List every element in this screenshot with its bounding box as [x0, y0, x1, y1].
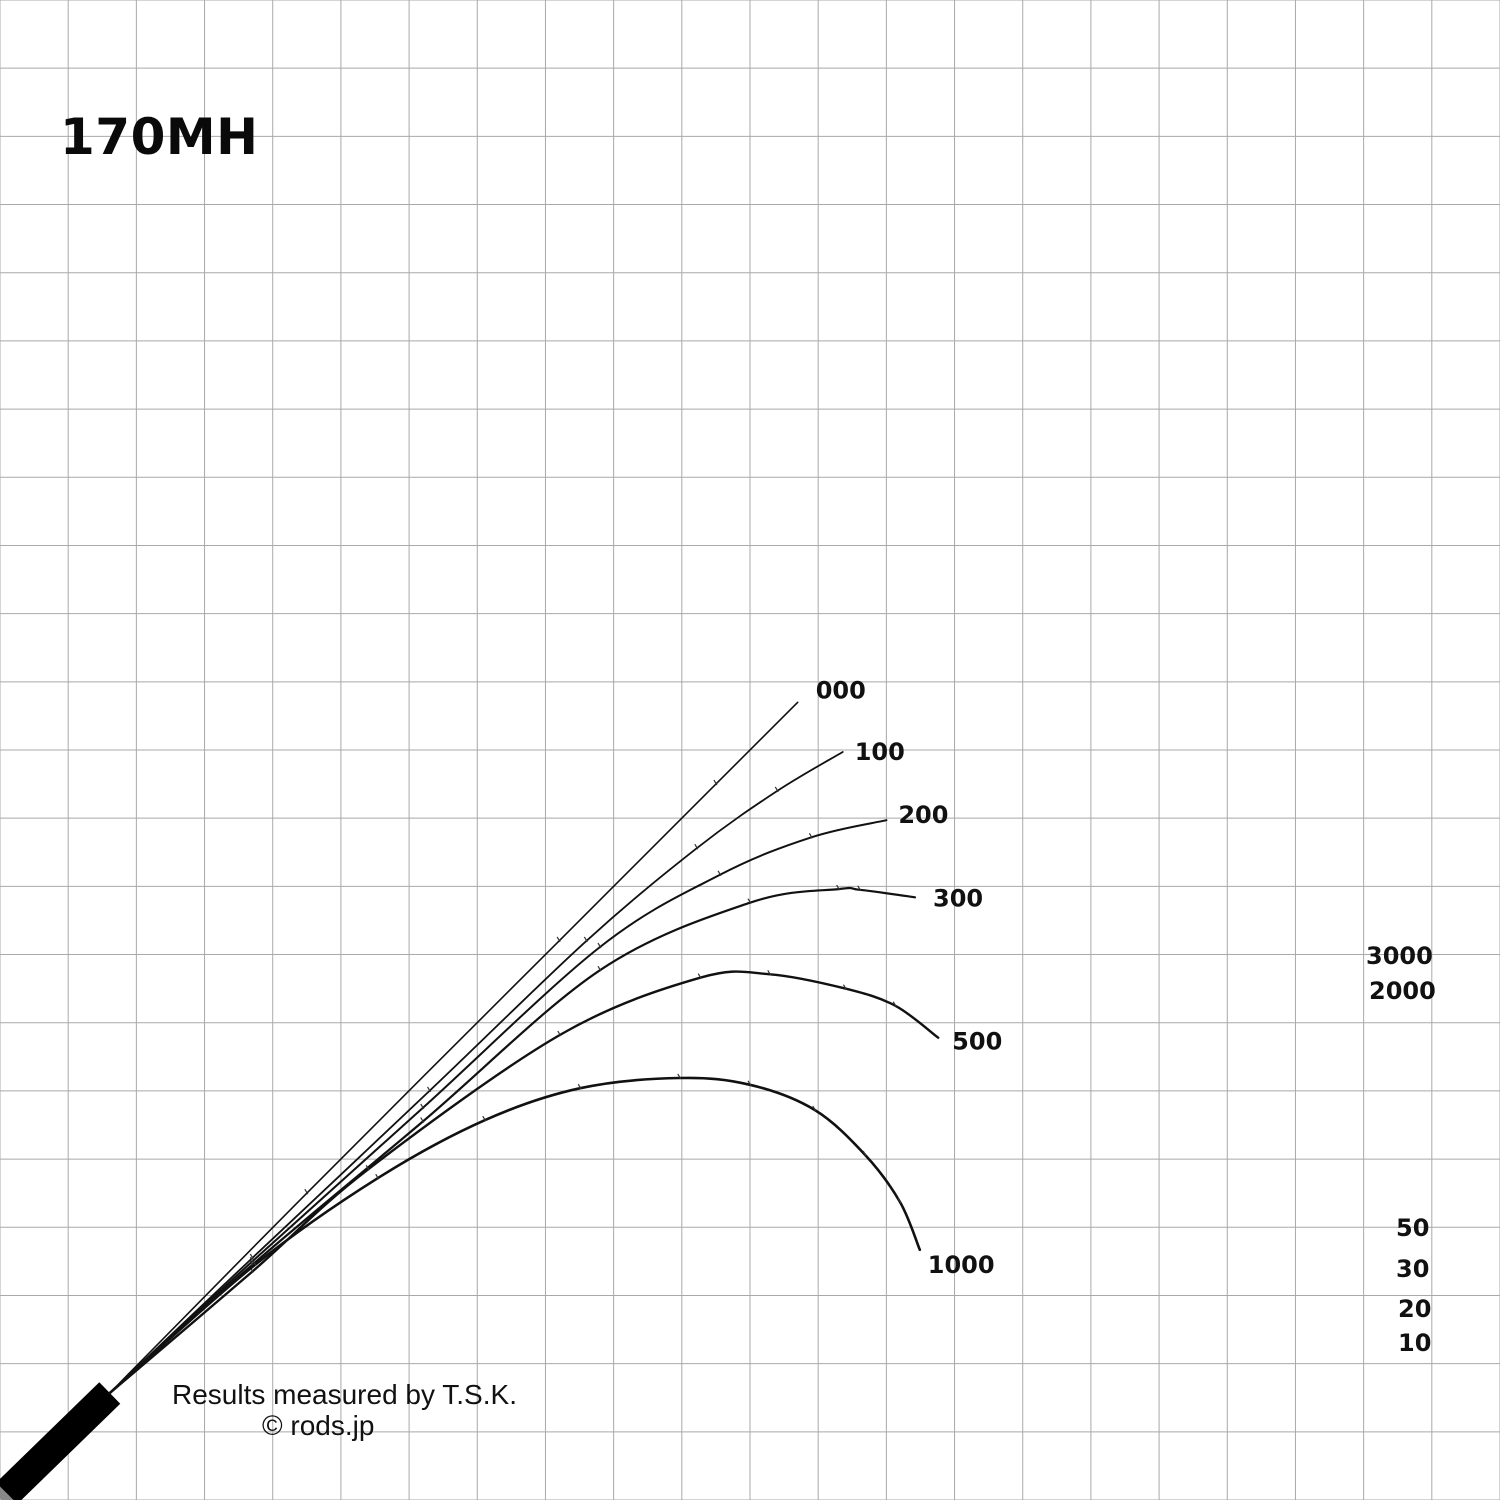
rod-guide-mark — [304, 1188, 309, 1195]
rod-guide-mark — [717, 870, 722, 877]
rod-guide-mark — [808, 832, 813, 839]
side-label-3000: 3000 — [1366, 942, 1433, 970]
rod-guide-mark — [249, 1253, 254, 1260]
rod-guide-mark — [892, 1001, 897, 1007]
rod-guide-mark — [713, 779, 718, 786]
curve-labels: 000 100 200 300 500 1000 — [816, 676, 1003, 1279]
rod-guide-mark — [694, 843, 699, 850]
bend-curve-100 — [108, 751, 844, 1394]
rod-guide-mark — [597, 942, 602, 949]
copyright-text: © rods.jp — [262, 1410, 375, 1441]
rod-guide-mark — [420, 1117, 425, 1123]
rod-guide-mark — [427, 1086, 432, 1093]
rod-butt — [0, 1382, 121, 1500]
rod-guide-mark — [857, 885, 862, 892]
rod-guide-mark — [365, 1165, 370, 1171]
rod-guide-mark — [812, 1105, 817, 1112]
rod-guide-mark — [556, 936, 561, 943]
bend-curves — [108, 701, 940, 1395]
credit-block: Results measured by T.S.K. © rods.jp — [172, 1379, 517, 1441]
bend-curve-200 — [108, 819, 888, 1394]
rod-guide-mark — [583, 936, 588, 943]
measured-by-text: Results measured by T.S.K. — [172, 1379, 517, 1410]
side-label-10: 10 — [1398, 1329, 1431, 1357]
rod-guide-mark — [747, 898, 752, 905]
rod-guide-mark — [252, 1260, 257, 1267]
rod-guide-mark — [597, 965, 602, 972]
bend-curve-1000 — [108, 1076, 922, 1395]
curve-label-100: 100 — [855, 738, 905, 766]
curve-label-300: 300 — [933, 884, 983, 912]
rod-guide-mark — [774, 786, 779, 793]
rod-guide-mark — [747, 1080, 752, 1087]
side-labels: 3000 2000 50 30 20 10 — [1366, 942, 1436, 1357]
rod-butt-cap — [0, 1486, 14, 1500]
rod-guide-mark — [482, 1115, 487, 1122]
chart-title: 170MH — [60, 108, 259, 166]
rod-guide-mark — [897, 1197, 902, 1204]
rod-guide-mark — [836, 884, 841, 891]
curve-label-1000: 1000 — [928, 1251, 995, 1279]
rod-guide-mark — [697, 973, 702, 980]
rod-guide-mark — [842, 984, 847, 990]
rod-guide-mark — [862, 1150, 867, 1157]
curve-label-200: 200 — [898, 801, 948, 829]
bend-curve-300 — [108, 886, 917, 1395]
side-label-2000: 2000 — [1369, 977, 1436, 1005]
side-label-20: 20 — [1398, 1295, 1431, 1323]
rod-guide-mark — [375, 1173, 380, 1180]
rod-guide-mark — [767, 970, 772, 976]
rod-handle — [0, 1382, 121, 1500]
curve-label-500: 500 — [952, 1028, 1002, 1056]
side-label-50: 50 — [1396, 1214, 1429, 1242]
bend-curve-500 — [108, 970, 940, 1395]
bend-curve-000 — [109, 701, 799, 1394]
rod-guide-mark — [557, 1030, 562, 1037]
rod-guide-mark — [420, 1103, 425, 1110]
side-label-30: 30 — [1396, 1255, 1429, 1283]
curve-label-000: 000 — [816, 676, 866, 704]
rod-guide-mark — [677, 1073, 682, 1080]
rod-guide-mark — [577, 1083, 582, 1090]
